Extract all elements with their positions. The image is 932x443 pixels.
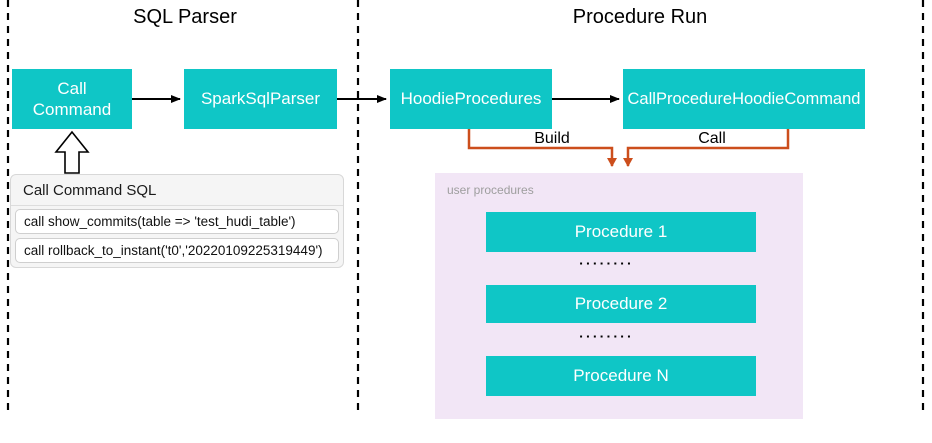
ellipsis-dots-1: ▪▪▪▪▪▪▪▪	[579, 259, 635, 268]
edge-label-call: Call	[698, 130, 726, 147]
node-procedure-1[interactable]: Procedure 1	[486, 212, 756, 252]
call-command-sql-panel: Call Command SQL call show_commits(table…	[10, 174, 344, 268]
user-procedures-panel: user procedures Procedure 1 ▪▪▪▪▪▪▪▪ Pro…	[435, 173, 803, 419]
node-procedure-n[interactable]: Procedure N	[486, 356, 756, 396]
section-title-sql-parser: SQL Parser	[133, 6, 237, 28]
build-connector	[467, 129, 617, 167]
call-connector	[623, 129, 790, 167]
edge-label-build: Build	[534, 130, 570, 147]
node-hoodie-procedures[interactable]: HoodieProcedures	[390, 69, 552, 129]
section-title-procedure-run: Procedure Run	[572, 6, 708, 28]
node-spark-sql-parser[interactable]: SparkSqlParser	[184, 69, 337, 129]
node-procedure-2[interactable]: Procedure 2	[486, 285, 756, 323]
ellipsis-dots-2: ▪▪▪▪▪▪▪▪	[579, 332, 635, 341]
user-procedures-label: user procedures	[447, 183, 534, 197]
node-call-procedure-hoodie-command[interactable]: CallProcedureHoodieCommand	[623, 69, 865, 129]
sql-panel-title: Call Command SQL	[11, 175, 343, 206]
sql-statement-rollback: call rollback_to_instant('t0','202201092…	[15, 238, 339, 263]
sql-statement-show-commits: call show_commits(table => 'test_hudi_ta…	[15, 209, 339, 234]
node-call-command[interactable]: Call Command	[12, 69, 132, 129]
up-block-arrow	[54, 130, 90, 174]
